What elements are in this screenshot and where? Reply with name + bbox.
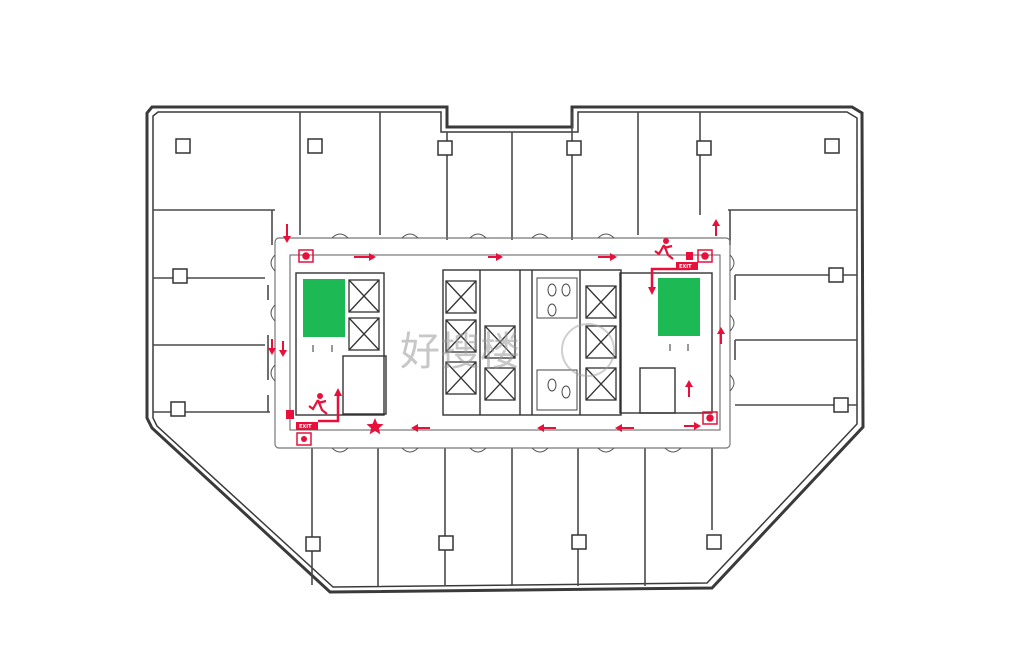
door-swing-icon	[469, 233, 487, 239]
door-swing-icon	[401, 233, 419, 239]
door-swing-icon	[531, 233, 549, 239]
stair-markers	[312, 344, 689, 352]
evacuation-route-left	[318, 395, 340, 423]
exit-label: EXIT	[679, 264, 692, 270]
door-swing-icon	[729, 374, 735, 392]
structural-columns	[170, 138, 849, 552]
building-core	[295, 269, 713, 416]
you-are-here-star-icon	[366, 418, 384, 435]
refuge-zone-right	[658, 278, 700, 336]
fire-extinguisher-icon	[686, 252, 693, 260]
evacuation-arrow-icon	[488, 253, 503, 261]
door-swing-icon	[270, 304, 276, 322]
evacuation-arrow-icon	[598, 253, 617, 261]
exit-sign-icon: EXIT	[676, 262, 698, 270]
elevator-icon	[585, 285, 617, 319]
fire-hose-icon	[697, 249, 713, 263]
toilet-icon	[561, 385, 571, 399]
fire-hose-icon	[702, 411, 718, 425]
fire-hose-cabinets	[298, 249, 718, 425]
elevators	[348, 279, 617, 401]
exit-label: EXIT	[299, 424, 312, 430]
evacuation-arrow-icon	[685, 380, 693, 397]
elevator-icon	[445, 319, 477, 353]
door-swing-icon	[729, 254, 735, 272]
elevator-icon	[484, 367, 516, 401]
door-swing-icon	[664, 447, 682, 453]
door-swing-icon	[331, 233, 349, 239]
elevator-icon	[445, 280, 477, 314]
evacuation-arrow-icon	[411, 424, 430, 432]
elevator-icon	[585, 325, 617, 359]
toilets	[536, 277, 578, 411]
door-swing-icon	[401, 447, 419, 453]
building-outline	[145, 105, 865, 594]
elevator-icon	[348, 279, 380, 313]
door-swing-icon	[597, 233, 615, 239]
door-swings	[270, 233, 735, 453]
door-swing-icon	[270, 254, 276, 272]
door-swing-icon	[469, 447, 487, 453]
fire-hose-icon	[298, 249, 314, 263]
running-man-icon	[308, 393, 328, 415]
elevator-icon	[484, 325, 516, 359]
evacuation-arrow-icon	[279, 341, 287, 357]
door-swing-icon	[331, 447, 349, 453]
toilet-icon	[547, 378, 557, 392]
elevator-icon	[445, 361, 477, 395]
toilet-icon	[561, 283, 571, 297]
evacuation-arrow-icon	[268, 339, 276, 355]
office-partitions	[153, 112, 857, 586]
fire-extinguisher-icon	[286, 410, 294, 419]
watermark: 好搜楼	[400, 323, 615, 377]
refuge-zone-left	[303, 279, 345, 337]
door-swing-icon	[531, 447, 549, 453]
running-man-icon	[654, 238, 674, 260]
fire-hose-icon	[296, 432, 312, 446]
elevator-icon	[348, 317, 380, 351]
door-swing-icon	[597, 447, 615, 453]
evacuation-arrow-icon	[283, 224, 291, 243]
evacuation-arrow-icon	[537, 424, 556, 432]
watermark-logo-icon	[561, 323, 615, 377]
evacuation-arrow-icon	[717, 327, 725, 344]
evacuation-arrow-icon	[354, 253, 376, 261]
inner-wall	[152, 111, 858, 588]
watermark-text: 好搜楼	[400, 329, 520, 375]
outer-wall	[145, 105, 865, 594]
door-swing-icon	[270, 364, 276, 382]
door-swing-icon	[729, 314, 735, 332]
exit-sign-right: EXIT	[654, 238, 698, 270]
exit-sign-left: EXIT	[286, 393, 328, 446]
exit-sign-icon: EXIT	[296, 422, 318, 430]
evacuation-arrow-icon	[712, 219, 720, 236]
evacuation-arrow-icon	[615, 424, 634, 432]
evacuation-arrow-icon	[684, 422, 701, 430]
toilet-icon	[547, 303, 557, 317]
toilet-icon	[547, 283, 557, 297]
elevator-icon	[585, 367, 617, 401]
